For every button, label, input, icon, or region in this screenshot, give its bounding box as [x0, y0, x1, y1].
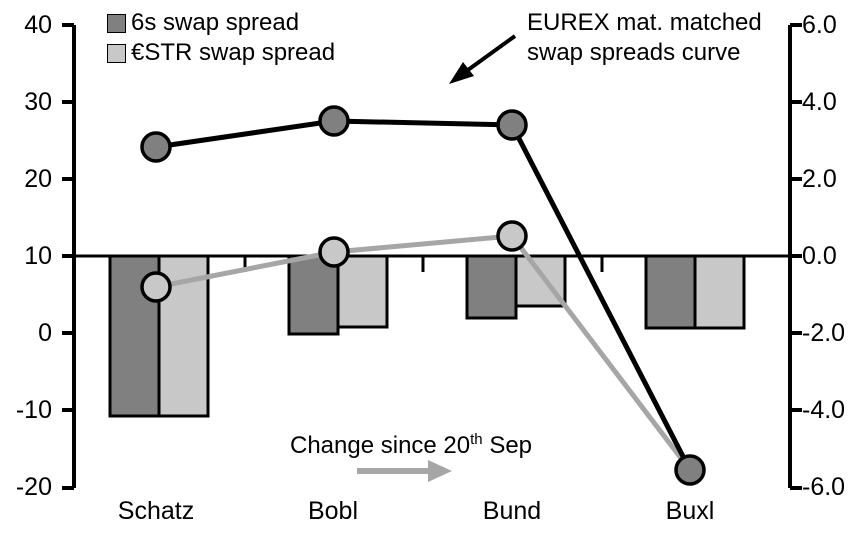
bar-estr-bund — [514, 254, 567, 308]
annotation-line-2: swap spreads curve — [527, 39, 741, 66]
marker-change-schatz — [140, 271, 172, 303]
marker-eurex-schatz — [140, 131, 172, 163]
markers-eurex-matched-curve — [140, 105, 706, 486]
left-axis-spine — [62, 23, 76, 490]
right-axis-tick-0: 0.0 — [802, 242, 837, 270]
right-axis-tick-4: 4.0 — [802, 88, 837, 116]
note-suffix: Sep — [482, 432, 533, 459]
marker-eurex-bund — [496, 109, 528, 141]
right-axis-spine — [788, 23, 802, 490]
legend-swatch-6s-swap-spread — [107, 13, 126, 33]
left-axis-tick-neg20: -20 — [15, 473, 52, 501]
legend-item-estr-swap-spread: €STR swap spread — [107, 38, 335, 68]
legend-label-6s-swap-spread: 6s swap spread — [131, 9, 300, 36]
marker-eurex-bobl — [318, 105, 350, 137]
x-axis-label-bund: Bund — [482, 497, 542, 525]
right-axis-tick-2: 2.0 — [802, 165, 837, 193]
marker-eurex-buxl — [674, 454, 706, 486]
bar-6s-bobl — [287, 254, 340, 336]
right-axis-tick-neg2: -2.0 — [802, 319, 846, 347]
left-axis-tick-neg10: -10 — [15, 396, 52, 424]
annotation-line-1: EUREX mat. matched — [527, 9, 762, 36]
line-series-eurex-matched-curve — [155, 118, 693, 472]
right-axis-tick-6: 6.0 — [802, 11, 837, 39]
bar-estr-buxl — [693, 254, 746, 330]
x-axis-label-bobl: Bobl — [307, 497, 359, 525]
bar-6s-bund — [465, 254, 518, 320]
bar-estr-bobl — [336, 254, 389, 329]
markers-change-since-sep — [140, 220, 528, 303]
right-axis-tick-neg6: -6.0 — [802, 473, 846, 501]
note-arrow-icon — [357, 460, 452, 482]
line-series-change-since-sep — [155, 233, 692, 472]
x-axis-label-buxl: Buxl — [665, 497, 715, 525]
legend-swatch-estr-swap-spread — [107, 43, 126, 63]
right-axis-tick-neg4: -4.0 — [802, 396, 846, 424]
note-change-since: Change since 20th Sep — [290, 427, 532, 459]
legend-item-6s-swap-spread: 6s swap spread — [107, 8, 335, 38]
chart-legend: 6s swap spread €STR swap spread — [107, 8, 335, 68]
annotation-arrow-icon — [449, 34, 517, 84]
left-axis-tick-0: 0 — [38, 319, 52, 347]
left-axis-tick-30: 30 — [24, 88, 52, 116]
left-axis-tick-20: 20 — [24, 165, 52, 193]
marker-change-bund — [496, 220, 528, 252]
x-axis-label-schatz: Schatz — [117, 497, 195, 525]
note-superscript: th — [470, 431, 483, 448]
left-axis-tick-10: 10 — [24, 242, 52, 270]
legend-label-estr-swap-spread: €STR swap spread — [131, 39, 336, 66]
marker-change-bobl — [318, 236, 350, 268]
note-prefix: Change since 20 — [290, 432, 471, 459]
bar-6s-buxl — [644, 254, 697, 330]
left-axis-tick-40: 40 — [24, 11, 52, 39]
annotation-eurex-curve: EUREX mat. matched swap spreads curve — [527, 8, 762, 68]
